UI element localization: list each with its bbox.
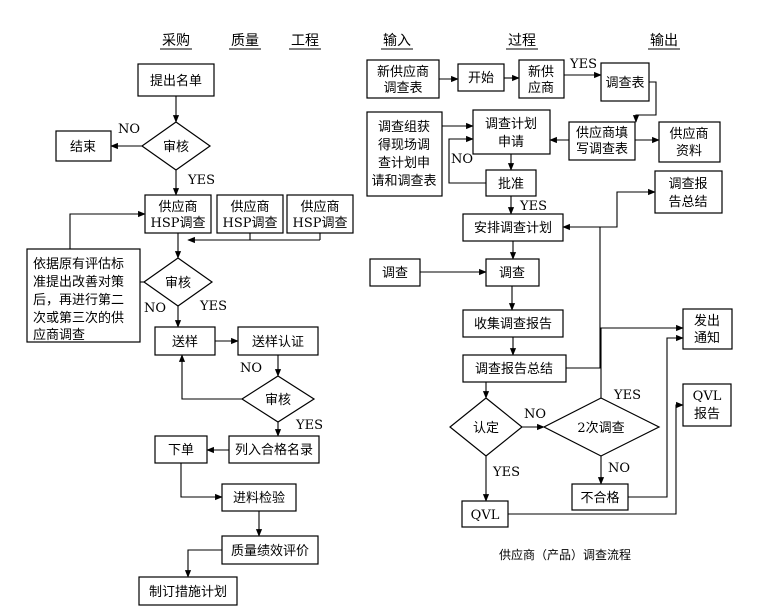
header-engineering: 工程: [291, 33, 319, 49]
team-note-line3: 查计划申: [378, 156, 430, 171]
yes-c-label: YES: [613, 388, 641, 403]
report-summary-out-line1: 调查报: [668, 177, 707, 192]
new-supplier-form-line2: 调查表: [383, 81, 422, 96]
supplier-info-box: [658, 121, 721, 163]
survey-form-box: [600, 62, 650, 102]
yes2-label: YES: [199, 299, 227, 314]
no2-label: NO: [144, 301, 166, 316]
confirm-label: 认定: [473, 421, 499, 436]
schedule-label: 安排调查计划: [474, 221, 552, 236]
qualified-list-box: [228, 435, 320, 464]
rework-line2: 准提出改善对策: [33, 274, 124, 290]
collect-reports-box: [462, 309, 564, 338]
incoming-inspection-label: 进料检验: [233, 490, 285, 506]
no3-label: NO: [240, 361, 262, 376]
hsp-box-2: [216, 194, 284, 234]
rework-note-box: [26, 248, 141, 343]
notify-line2: 通知: [694, 330, 720, 346]
start-label: 开始: [468, 71, 494, 86]
survey-label: 调查: [499, 266, 525, 281]
review1-label: 审核: [163, 140, 189, 155]
sample-cert-box: [237, 326, 319, 356]
qvl-label: QVL: [471, 508, 500, 523]
supplier-info-line2: 资料: [676, 144, 702, 159]
left-flowchart: 采购 质量 工程 提出名单 审核 NO 结束 YES 供应商 HSP调查 供应商…: [26, 33, 354, 606]
rework-line5: 应商调查: [33, 327, 85, 343]
report-summary-out-box: [654, 170, 723, 214]
supplier-fill-line1: 供应商填: [576, 125, 628, 141]
plan-request-line1: 调查计划: [485, 117, 537, 132]
review2-label: 审核: [165, 276, 191, 291]
end-box: [55, 130, 112, 162]
new-supplier-form-line1: 新供应商: [377, 64, 429, 80]
diagram-caption: 供应商（产品）调查流程: [499, 547, 631, 562]
sample-cert-label: 送样认证: [252, 335, 304, 350]
review3-label: 审核: [265, 393, 291, 408]
survey-input-label: 调查: [382, 266, 408, 281]
no-c-label: NO: [608, 461, 630, 476]
approve-box: [485, 169, 537, 197]
hsp2-line2: HSP调查: [223, 216, 278, 231]
rework-line3: 后，再进行第二: [33, 293, 124, 308]
header-process: 过程: [508, 33, 536, 49]
supplier-info-line1: 供应商: [669, 126, 708, 142]
action-plan-box: [138, 576, 238, 606]
end-label: 结束: [70, 140, 96, 155]
header-quality: 质量: [231, 33, 259, 49]
hsp2-line1: 供应商: [230, 199, 269, 215]
header-input: 输入: [383, 33, 411, 49]
team-note-line2: 得现场调: [378, 137, 430, 153]
plan-request-line2: 申请: [498, 135, 524, 150]
right-flowchart: 输入 过程 输出 新供应商 调查表 开始 新供 应商 YES 调查表 调查组获 …: [366, 33, 733, 562]
second-survey-label: 2次调查: [577, 420, 624, 436]
report-summary-out-line2: 告总结: [668, 195, 707, 210]
supplier-fill-box: [568, 121, 636, 161]
team-note-line4: 请和调查表: [371, 174, 436, 189]
hsp1-line2: HSP调查: [151, 216, 206, 231]
hsp1-line1: 供应商: [158, 199, 197, 215]
start-box: [457, 63, 505, 92]
new-supplier-line1: 新供: [528, 64, 554, 80]
yes-b-label: YES: [519, 199, 547, 214]
action-plan-label: 制订措施计划: [149, 585, 227, 600]
header-output: 输出: [650, 33, 678, 49]
unqualified-box: [571, 483, 629, 511]
approve-label: 批准: [498, 177, 524, 192]
yes-a-label: YES: [569, 57, 597, 72]
report-summary-label: 调查报告总结: [475, 362, 553, 377]
qualified-list-label: 列入合格名录: [235, 442, 313, 458]
new-supplier-line2: 应商: [528, 80, 554, 96]
notify-line1: 发出: [694, 313, 720, 329]
hsp3-line2: HSP调查: [293, 216, 348, 231]
send-sample-label: 送样: [172, 335, 198, 350]
place-order-label: 下单: [168, 443, 194, 458]
rework-line1: 依据原有评估标: [33, 257, 124, 272]
rework-line4: 次或第三次的供: [33, 310, 124, 326]
team-note-line1: 调查组获: [378, 120, 430, 135]
yes3-label: YES: [295, 418, 323, 433]
survey-form-label: 调查表: [605, 76, 644, 91]
submit-list-box: [137, 63, 215, 97]
yes-d-label: YES: [492, 465, 520, 480]
no-a-label: NO: [451, 152, 473, 167]
unqualified-label: 不合格: [580, 490, 619, 506]
no-b-label: NO: [524, 407, 546, 422]
qvl-report-line1: QVL: [693, 389, 722, 404]
new-supplier-box: [518, 59, 565, 99]
collect-reports-label: 收集调查报告: [474, 316, 552, 332]
no1-label: NO: [118, 122, 140, 137]
send-sample-box: [154, 326, 216, 356]
submit-list-label: 提出名单: [150, 73, 202, 89]
hsp3-line1: 供应商: [300, 199, 339, 215]
survey-input-box: [369, 258, 421, 287]
header-purchase: 采购: [162, 33, 190, 49]
qvl-report-box: [682, 383, 732, 427]
quality-eval-label: 质量绩效评价: [231, 544, 309, 559]
supplier-fill-line2: 写调查表: [576, 142, 628, 157]
team-note-box: [366, 111, 443, 197]
qvl-report-line2: 报告: [694, 407, 720, 422]
yes1-label: YES: [187, 173, 215, 188]
